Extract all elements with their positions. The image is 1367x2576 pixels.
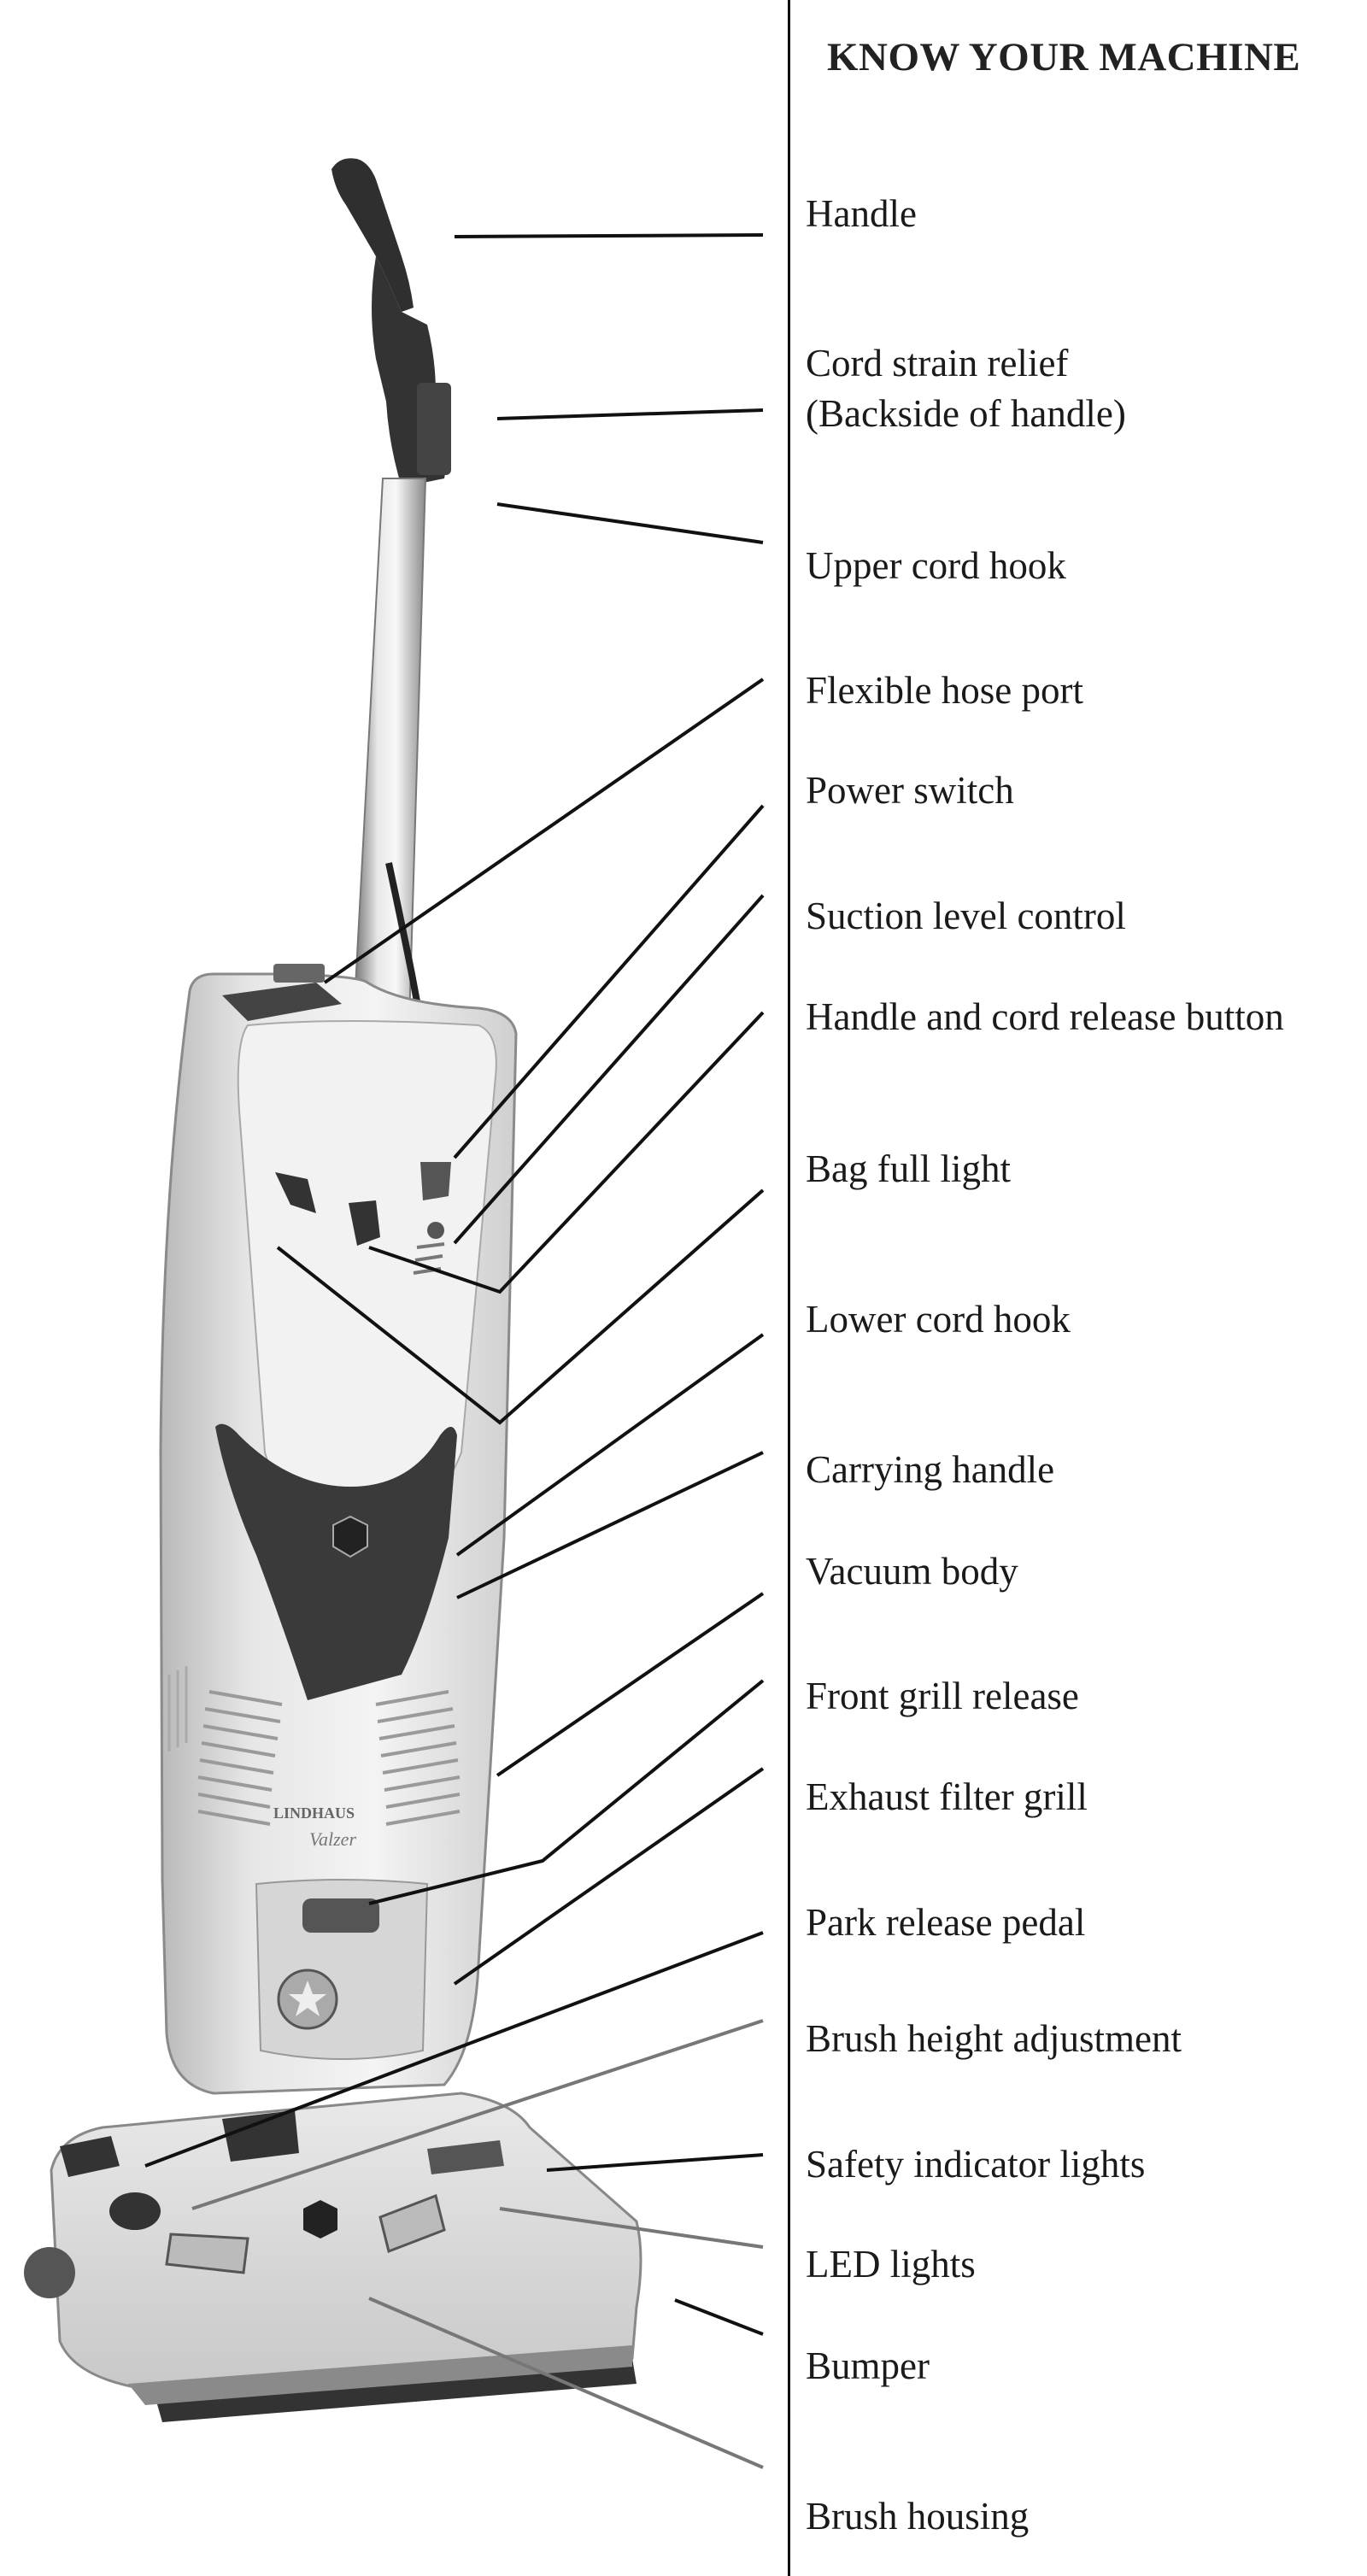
label-park-release-pedal: Park release pedal [806,1898,1085,1947]
label-exhaust-filter-grill: Exhaust filter grill [806,1772,1088,1822]
page-title: KNOW YOUR MACHINE [827,34,1357,80]
label-safety-indicator-lights: Safety indicator lights [806,2139,1145,2189]
leader-vacuum-body [497,1593,763,1775]
logo-brand: LINDHAUS [273,1804,355,1822]
label-handle: Handle [806,189,917,238]
bag-full-light-shape [420,1162,451,1200]
label-vacuum-body: Vacuum body [806,1546,1018,1596]
release-button-shape [427,1222,444,1239]
label-lower-cord-hook: Lower cord hook [806,1294,1071,1344]
wheel [24,2247,75,2298]
label-brush-height-adjustment: Brush height adjustment [806,2014,1182,2063]
logo-model: Valzer [309,1828,356,1850]
label-front-grill-release: Front grill release [806,1671,1079,1721]
vertical-divider [788,0,790,2576]
hose-port-cap [273,964,325,983]
label-suction-level-control: Suction level control [806,891,1126,941]
label-upper-cord-hook: Upper cord hook [806,541,1066,590]
label-cord-strain-relief-note: (Backside of handle) [806,389,1126,438]
label-led-lights: LED lights [806,2239,976,2289]
brush-height-dial [109,2192,161,2230]
cord-strain-relief-block [417,383,451,475]
label-handle-cord-release-button: Handle and cord release button [806,992,1284,1042]
neck-joint [222,2110,299,2162]
handle-tube [352,478,425,1051]
label-bag-full-light: Bag full light [806,1144,1011,1194]
leader-bumper [675,2300,763,2334]
leader-cord-strain-relief [497,410,763,419]
label-flexible-hose-port: Flexible hose port [806,666,1083,715]
label-cord-strain-relief: Cord strain relief [806,338,1068,388]
leader-upper-cord-hook [497,504,763,543]
leader-power-switch [455,806,763,1158]
label-brush-housing: Brush housing [806,2491,1029,2541]
label-carrying-handle: Carrying handle [806,1445,1054,1494]
label-power-switch: Power switch [806,766,1014,815]
leader-handle [455,235,763,237]
label-bumper: Bumper [806,2341,930,2391]
base-unit [51,2093,641,2392]
leader-safety-indicator-lights [547,2155,763,2170]
front-grill-release-button [302,1898,379,1933]
